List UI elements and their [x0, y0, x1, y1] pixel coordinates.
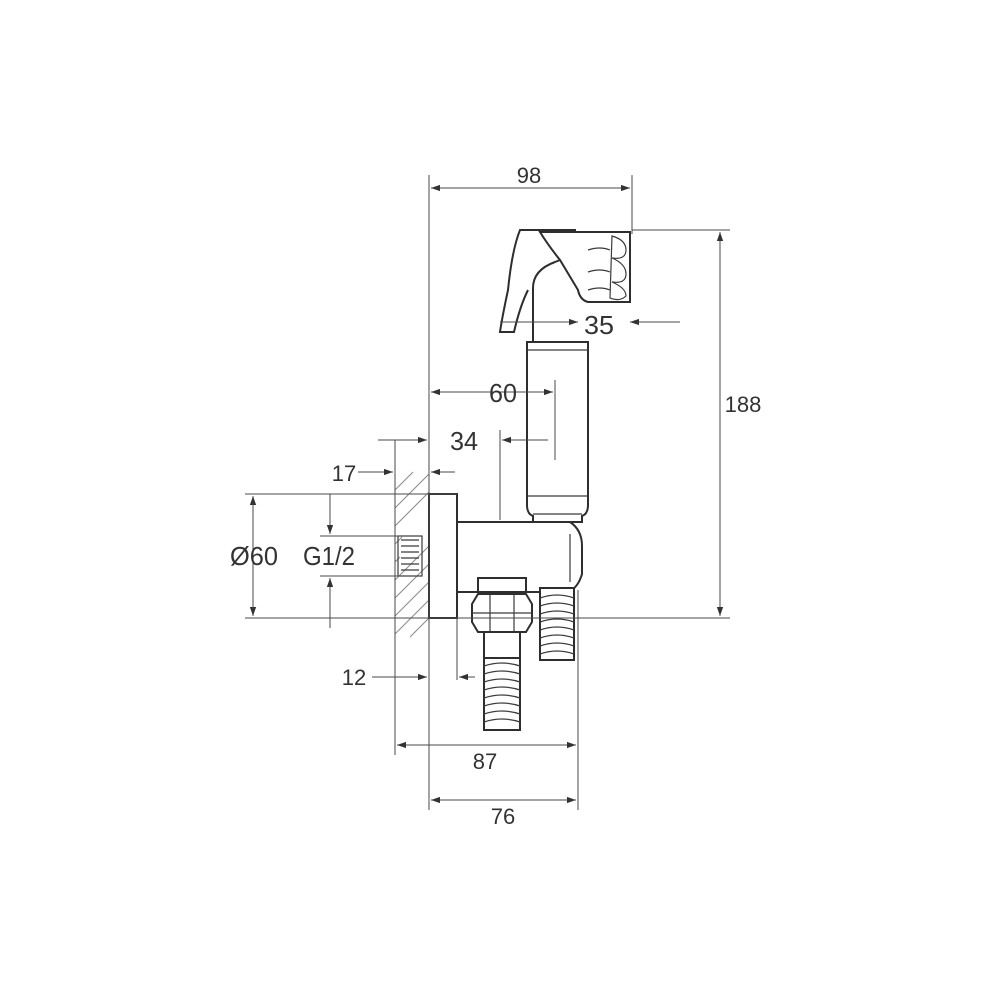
label-17: 17	[332, 461, 356, 486]
dimension-arrows	[249, 184, 724, 804]
wall-hatch	[394, 471, 430, 638]
label-98: 98	[517, 163, 541, 188]
label-35: 35	[584, 310, 614, 340]
trigger-lever	[498, 229, 576, 342]
label-60: 60	[489, 378, 517, 408]
handle-grip	[526, 341, 589, 523]
handset-hose	[539, 587, 575, 661]
label-34: 34	[450, 426, 478, 456]
label-diameter-60: Ø60	[230, 541, 278, 571]
extension-lines	[245, 175, 730, 810]
hose-connector	[471, 577, 533, 731]
hose-coil-left	[483, 657, 521, 731]
wall-section	[394, 471, 430, 638]
label-thread: G1/2	[303, 541, 355, 571]
label-76: 76	[491, 804, 515, 829]
label-188: 188	[725, 392, 762, 417]
thread-socket	[397, 535, 423, 577]
label-12: 12	[342, 665, 366, 690]
label-87: 87	[473, 749, 497, 774]
nozzle-jets	[609, 235, 627, 301]
dimension-labels: 98 35 188 60 34 17 Ø60 G1/2 12 87 76	[230, 163, 761, 829]
hand-shower	[498, 229, 631, 523]
spray-head	[538, 231, 631, 303]
wall-flange	[428, 493, 458, 619]
